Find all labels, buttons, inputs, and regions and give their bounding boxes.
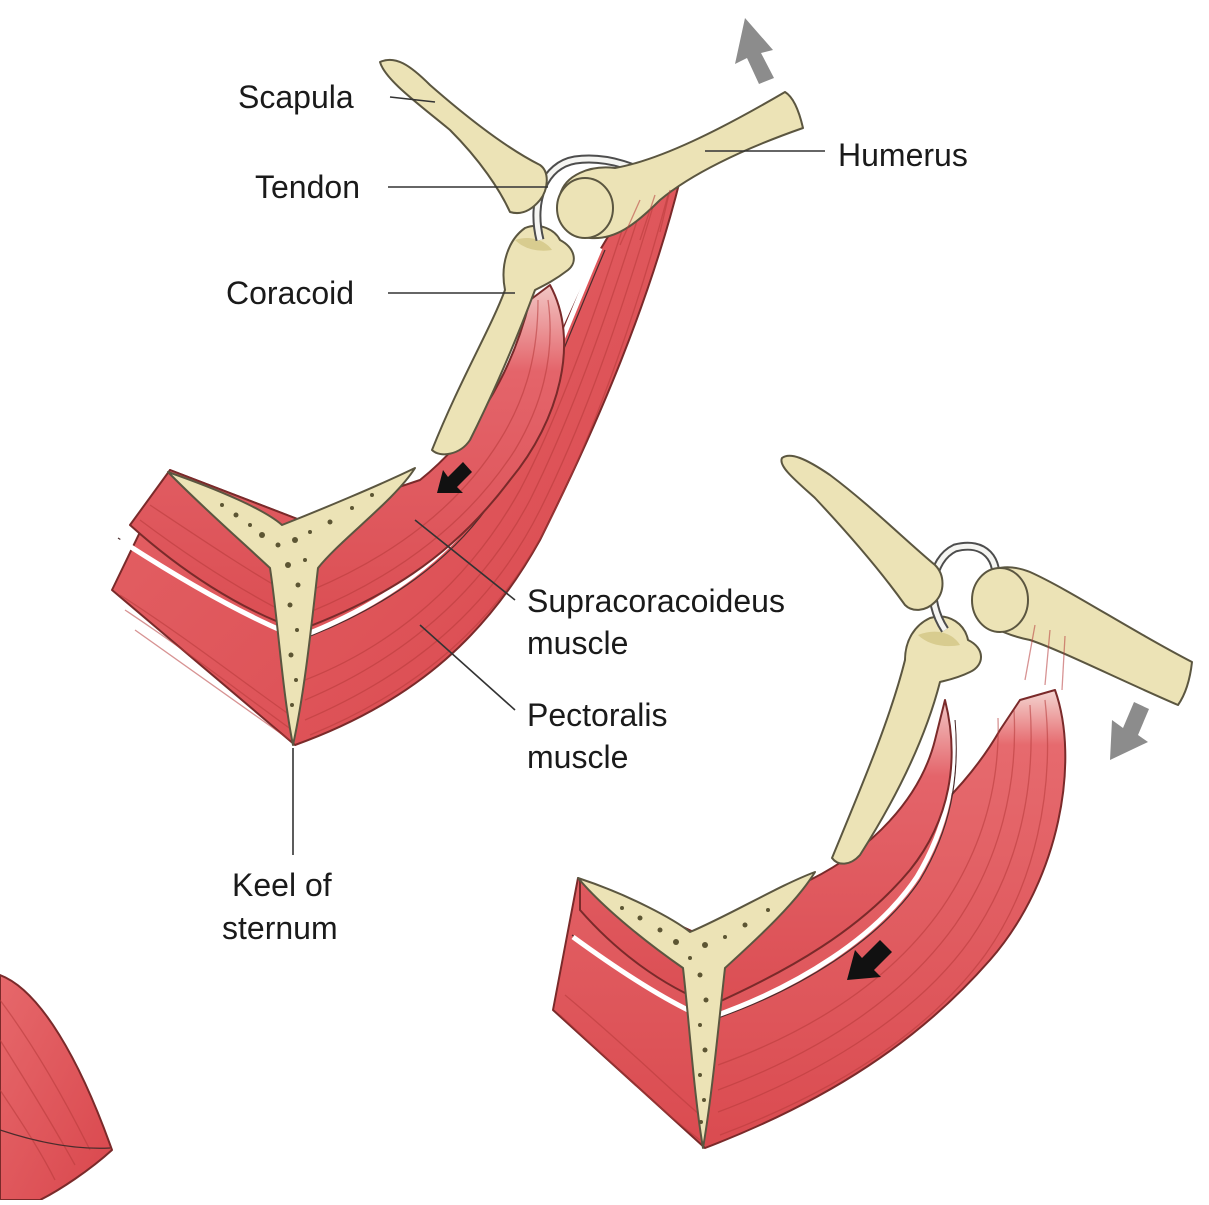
label-supracoracoideus-line2: muscle	[527, 625, 628, 661]
label-keel-line2: sternum	[222, 910, 338, 946]
label-tendon: Tendon	[255, 169, 360, 205]
humerus-tendon-fibers-upstroke	[619, 189, 671, 246]
keel-pores-upstroke	[220, 493, 374, 707]
humerus-downstroke	[974, 566, 1193, 706]
scapula-downstroke	[780, 454, 944, 611]
pectoralis-contraction-arrow	[847, 940, 892, 980]
wing-up-arrow	[735, 18, 774, 84]
supracoracoideus-contraction-arrow	[437, 462, 472, 493]
scapula-upstroke	[379, 58, 548, 215]
label-humerus: Humerus	[838, 137, 968, 173]
upstroke-panel: Scapula Tendon Coracoid Humerus Supracor…	[111, 18, 968, 946]
pectoralis-fibers-upstroke	[119, 194, 669, 741]
label-scapula: Scapula	[238, 79, 354, 115]
label-coracoid: Coracoid	[226, 275, 354, 311]
keel-pores-downstroke	[620, 906, 770, 1124]
downstroke-panel	[552, 454, 1193, 1149]
humerus-head-upstroke	[556, 177, 614, 239]
label-keel-line1: Keel of	[232, 867, 332, 903]
label-pectoralis-line1: Pectoralis	[527, 697, 668, 733]
pectoralis-fibers-downstroke	[559, 699, 1049, 1141]
wing-down-arrow	[1110, 702, 1149, 760]
humerus-head-downstroke	[971, 567, 1029, 633]
humerus-upstroke	[557, 91, 804, 240]
keel-of-sternum-downstroke	[577, 871, 816, 1149]
coracoid-upstroke	[431, 224, 575, 456]
coracoid-downstroke	[831, 615, 982, 865]
label-supracoracoideus-line1: Supracoracoideus	[527, 583, 785, 619]
adjacent-figure-fragment	[0, 974, 113, 1201]
humerus-tendon-fibers-downstroke	[1024, 624, 1066, 691]
label-pectoralis-line2: muscle	[527, 739, 628, 775]
